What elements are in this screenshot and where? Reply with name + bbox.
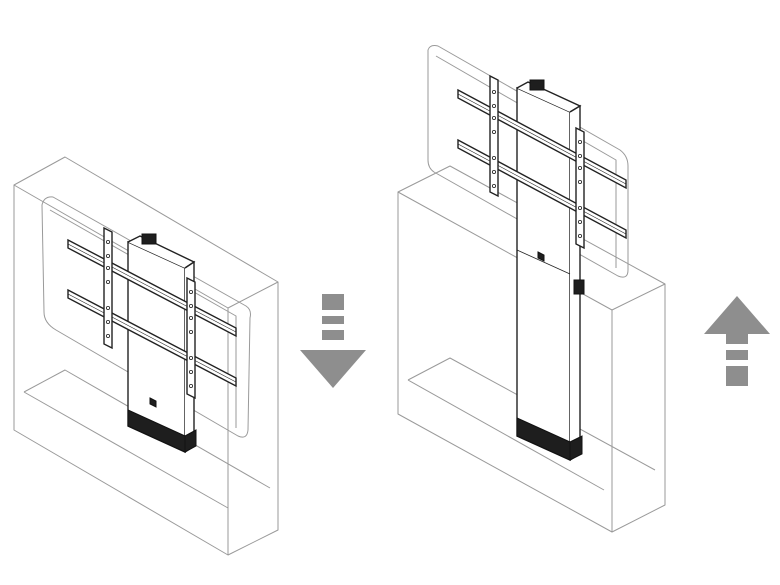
bracket-holes-raised — [491, 90, 583, 238]
tv-mount-raised — [457, 74, 627, 462]
tv-mount-lowered — [67, 226, 237, 454]
cabinet-raised — [397, 45, 666, 533]
up-arrow-icon — [704, 296, 770, 386]
down-arrow-icon — [300, 294, 366, 388]
bracket-holes-lowered — [106, 239, 193, 388]
